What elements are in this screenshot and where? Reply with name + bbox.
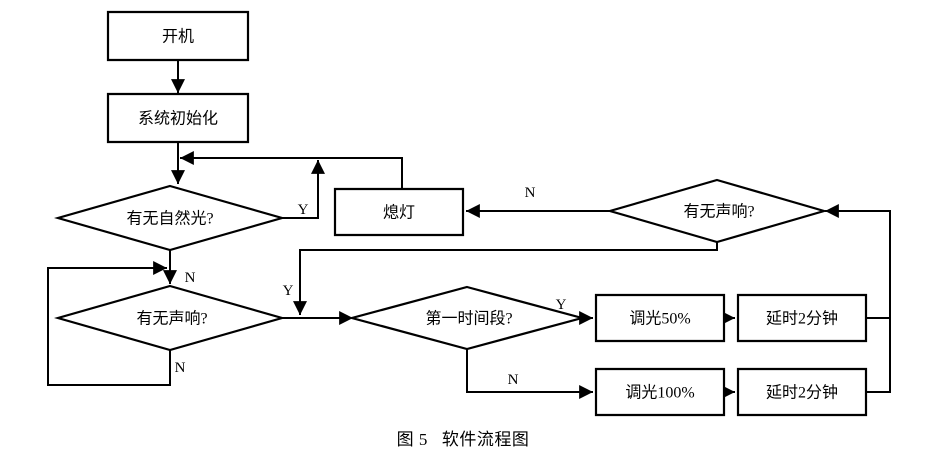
node-time-period-decision[interactable]: 第一时间段? (352, 287, 582, 349)
node-lights-off-label: 熄灯 (383, 204, 415, 222)
node-delay-top-label: 延时2分钟 (766, 310, 838, 328)
edge-label-natural-yes: Y (298, 202, 309, 218)
node-dim-100[interactable]: 调光100% (596, 369, 724, 415)
node-delay-top[interactable]: 延时2分钟 (738, 295, 866, 341)
node-system-init-label: 系统初始化 (138, 110, 218, 128)
node-start[interactable]: 开机 (108, 12, 248, 60)
edge-label-time-period-yes: Y (556, 297, 567, 313)
edge-label-sound-right-no: N (525, 185, 536, 201)
edge-time-no (466, 348, 594, 399)
edge-labels-layer: Y N Y N N Y N (175, 185, 567, 388)
node-natural-light-decision[interactable]: 有无自然光? (58, 186, 282, 250)
node-delay-bottom[interactable]: 延时2分钟 (738, 369, 866, 415)
node-time-period-label: 第一时间段? (425, 310, 512, 328)
node-natural-light-label: 有无自然光? (126, 210, 213, 228)
edge-label-natural-no: N (185, 270, 196, 286)
node-dim-50[interactable]: 调光50% (596, 295, 724, 341)
node-delay-bottom-label: 延时2分钟 (766, 384, 838, 402)
figure-caption-text: 软件流程图 (441, 430, 530, 449)
edge-right-rail-to-sound (824, 204, 891, 393)
figure-caption: 图 5 软件流程图 (0, 425, 926, 450)
node-sound-left-decision[interactable]: 有无声响? (58, 286, 282, 350)
nodes-layer: 开机 系统初始化 有无自然光? 有无声响? 熄灯 (58, 12, 866, 415)
node-start-label: 开机 (162, 28, 194, 46)
edge-label-sound-left-yes: Y (283, 283, 294, 299)
figure-caption-number: 图 5 (396, 430, 428, 449)
edge-label-time-period-no: N (508, 372, 519, 388)
node-system-init[interactable]: 系统初始化 (108, 94, 248, 142)
edge-natural-yes (279, 159, 325, 219)
node-sound-right-label: 有无声响? (683, 203, 754, 221)
node-sound-right-decision[interactable]: 有无声响? (610, 180, 824, 242)
node-lights-off[interactable]: 熄灯 (335, 189, 463, 235)
edge-label-sound-left-no: N (175, 360, 186, 376)
edge-soundleft-no-loop (47, 261, 171, 386)
edge-right-sound-yes-down (293, 241, 718, 316)
edges-layer (47, 59, 891, 399)
node-dim-50-label: 调光50% (629, 310, 690, 328)
node-dim-100-label: 调光100% (625, 384, 694, 402)
node-sound-left-label: 有无声响? (136, 310, 207, 328)
